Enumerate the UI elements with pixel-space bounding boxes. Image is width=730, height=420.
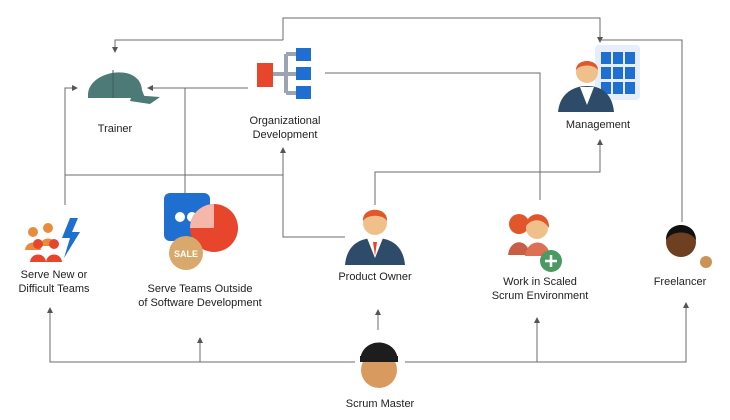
connector-orgdev-scaled bbox=[325, 72, 541, 200]
connector-orgdev-trainer bbox=[184, 87, 248, 200]
scrum-master-label: Scrum Master bbox=[345, 398, 415, 410]
org-dev-label: Organizational Development bbox=[249, 115, 321, 141]
connector-middle bbox=[65, 174, 345, 238]
connector-newteams-trainer bbox=[64, 85, 78, 205]
team-lightning-icon bbox=[25, 218, 80, 262]
freelancer-label: Freelancer bbox=[653, 276, 707, 288]
new-teams-label: Serve New or Difficult Teams bbox=[18, 269, 90, 295]
scaled-label: Work in Scaled Scrum Environment bbox=[491, 276, 589, 302]
cap-icon bbox=[88, 70, 160, 104]
connector-sm-left bbox=[47, 307, 355, 363]
sale-badge-text: SALE bbox=[174, 249, 198, 259]
businessman-icon bbox=[345, 209, 405, 265]
management-label: Management bbox=[565, 119, 631, 131]
connector-sm-right bbox=[405, 302, 689, 363]
outside-sw-label: Serve Teams Outside of Software Developm… bbox=[138, 283, 262, 309]
manager-icon bbox=[558, 45, 640, 112]
org-chart-icon bbox=[257, 48, 311, 99]
team-plus-icon bbox=[508, 214, 562, 272]
connector-freelancer-top bbox=[600, 39, 683, 222]
freelancer-icon bbox=[666, 225, 712, 268]
product-owner-label: Product Owner bbox=[338, 271, 412, 283]
trainer-label: Trainer bbox=[97, 123, 133, 135]
scrum-master-icon bbox=[360, 342, 398, 388]
connector-top-bracket bbox=[282, 17, 603, 43]
connectors bbox=[47, 17, 689, 363]
sales-pie-icon: SALE bbox=[164, 193, 238, 270]
connector-po-management bbox=[374, 139, 603, 205]
connector-top-bracket-left bbox=[112, 39, 283, 53]
